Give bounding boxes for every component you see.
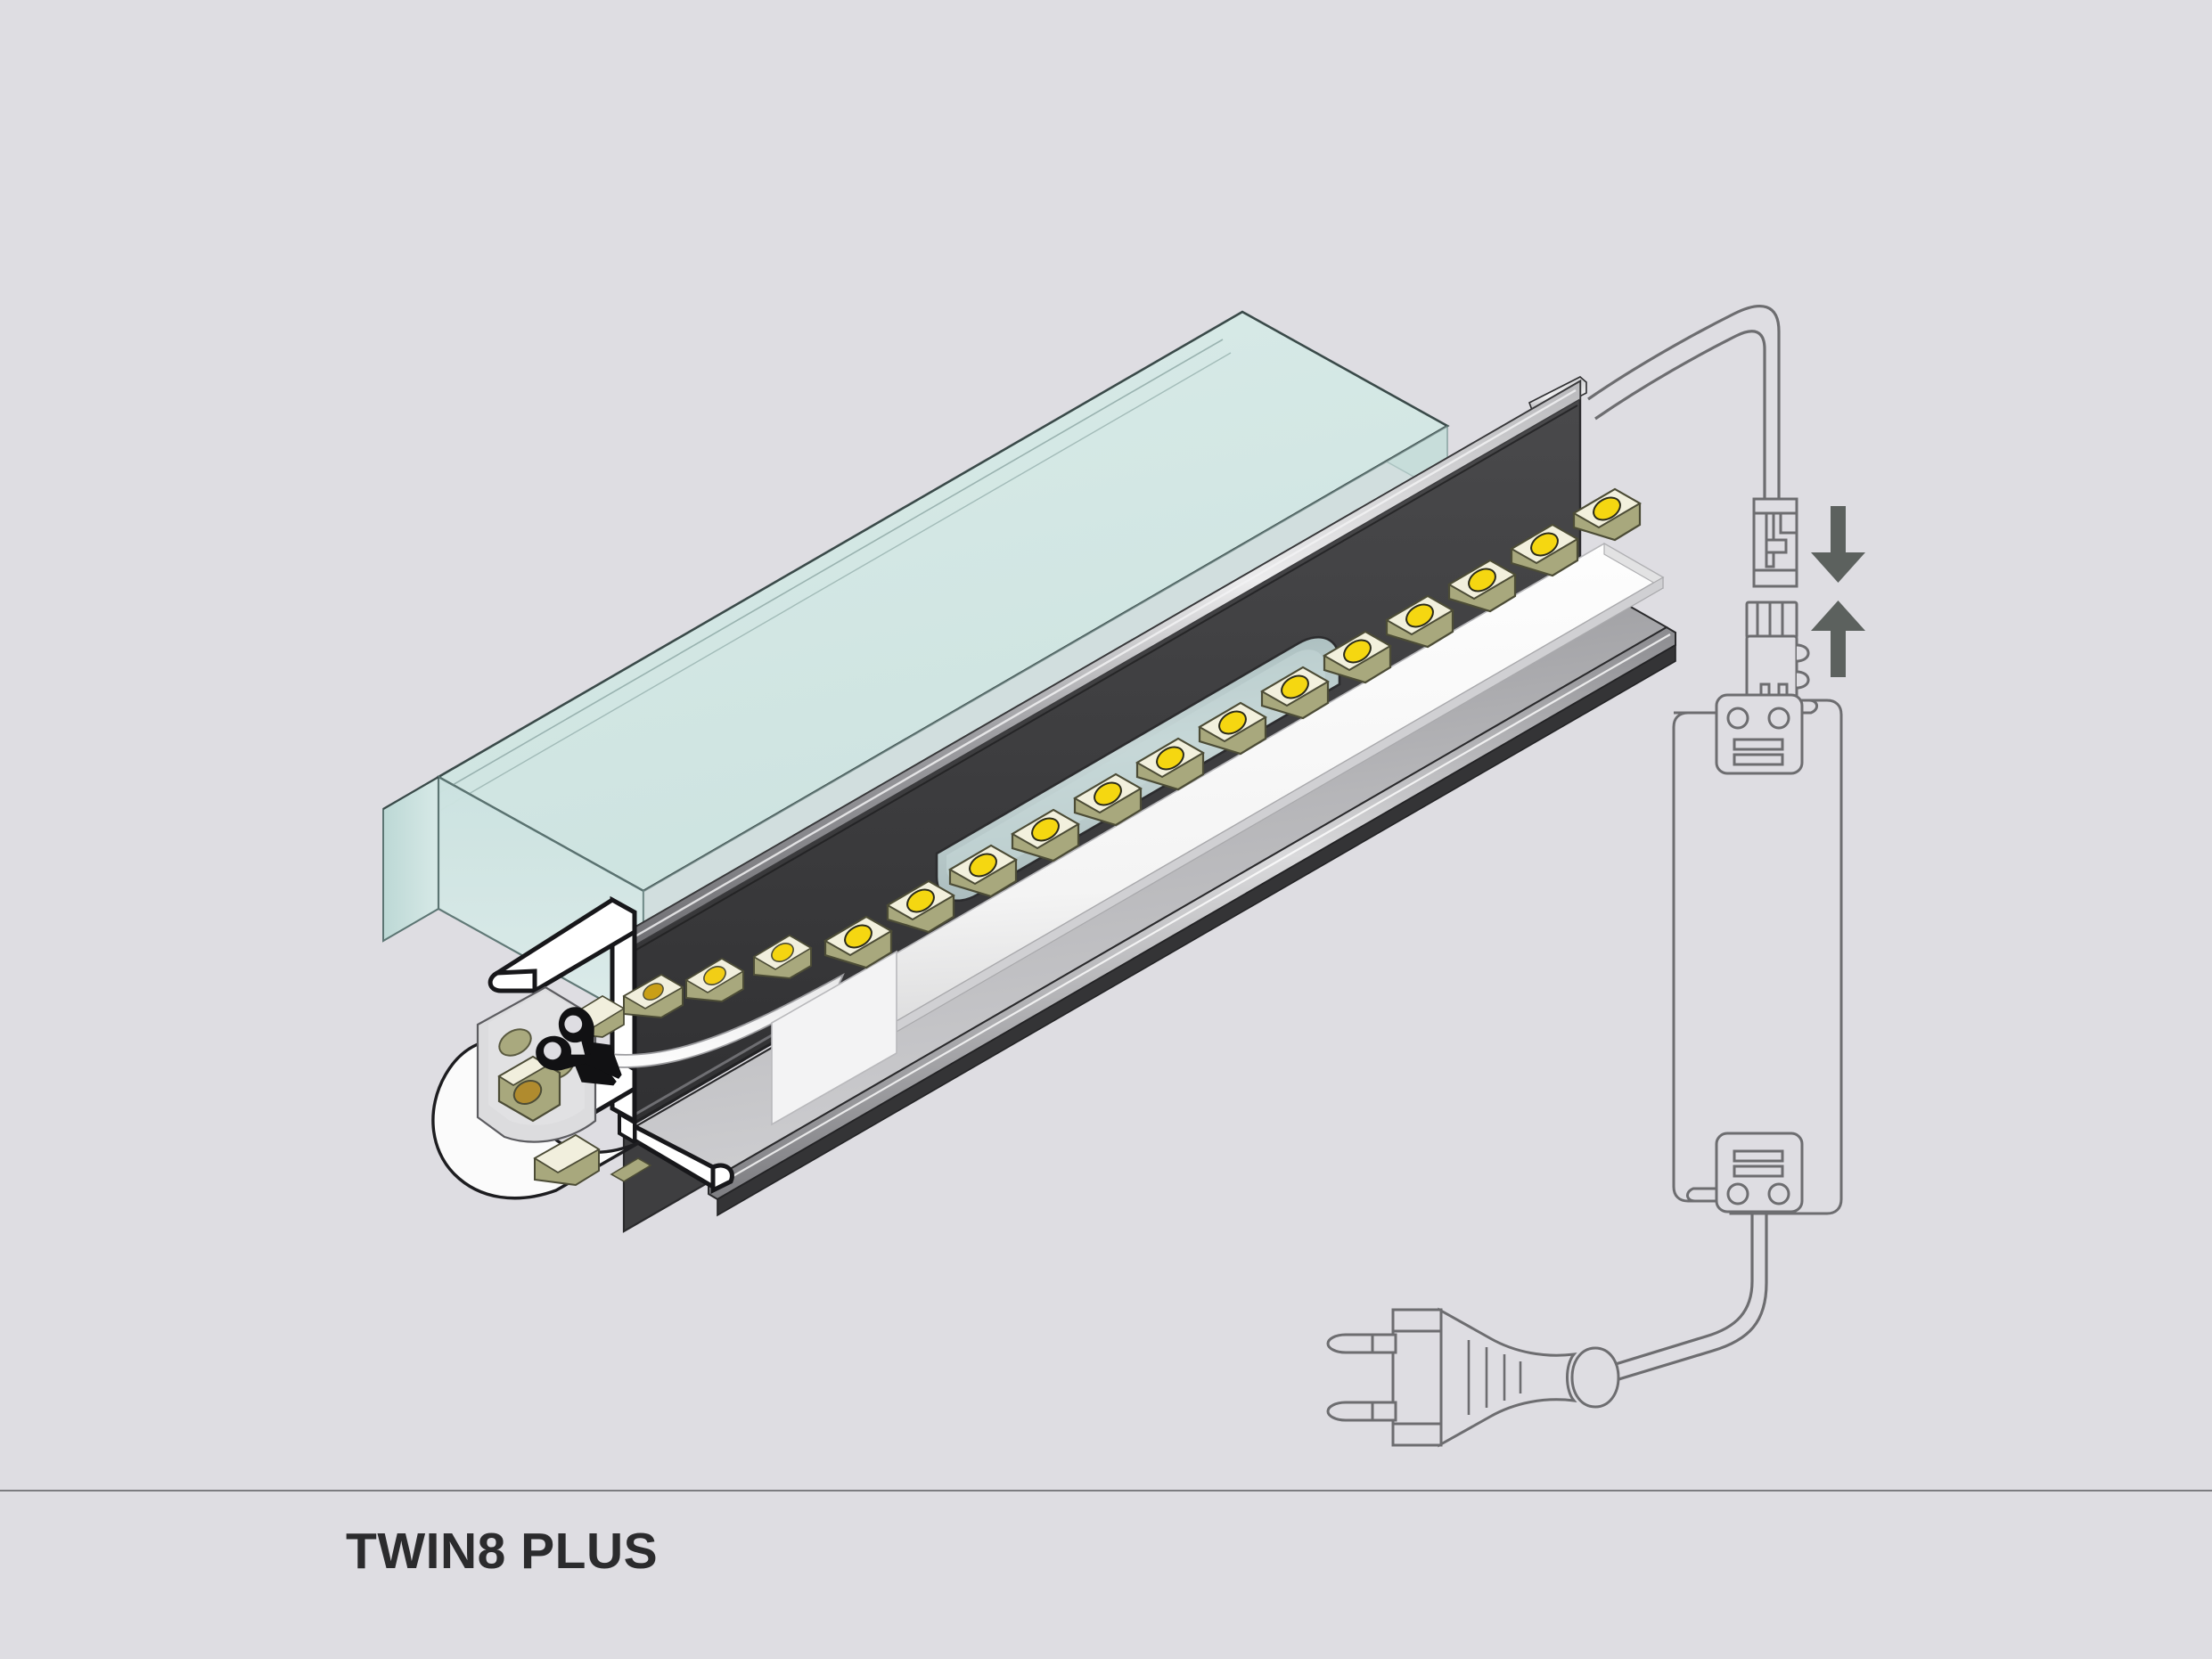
footer-divider — [0, 1490, 2212, 1491]
led-strip — [431, 487, 1665, 1200]
page-title: TWIN8 PLUS — [346, 1523, 659, 1580]
output-cable — [1587, 305, 1781, 506]
mains-cable — [1594, 1212, 1768, 1388]
join-arrows-icon — [1811, 506, 1865, 677]
scissors-icon — [536, 1007, 622, 1086]
led-row — [823, 487, 1642, 969]
strip-backing — [771, 950, 897, 1126]
connector-male — [1752, 497, 1798, 588]
solder-pad — [498, 1028, 532, 1057]
mains-plug — [1326, 1307, 1620, 1448]
led-driver — [1672, 693, 1843, 1215]
